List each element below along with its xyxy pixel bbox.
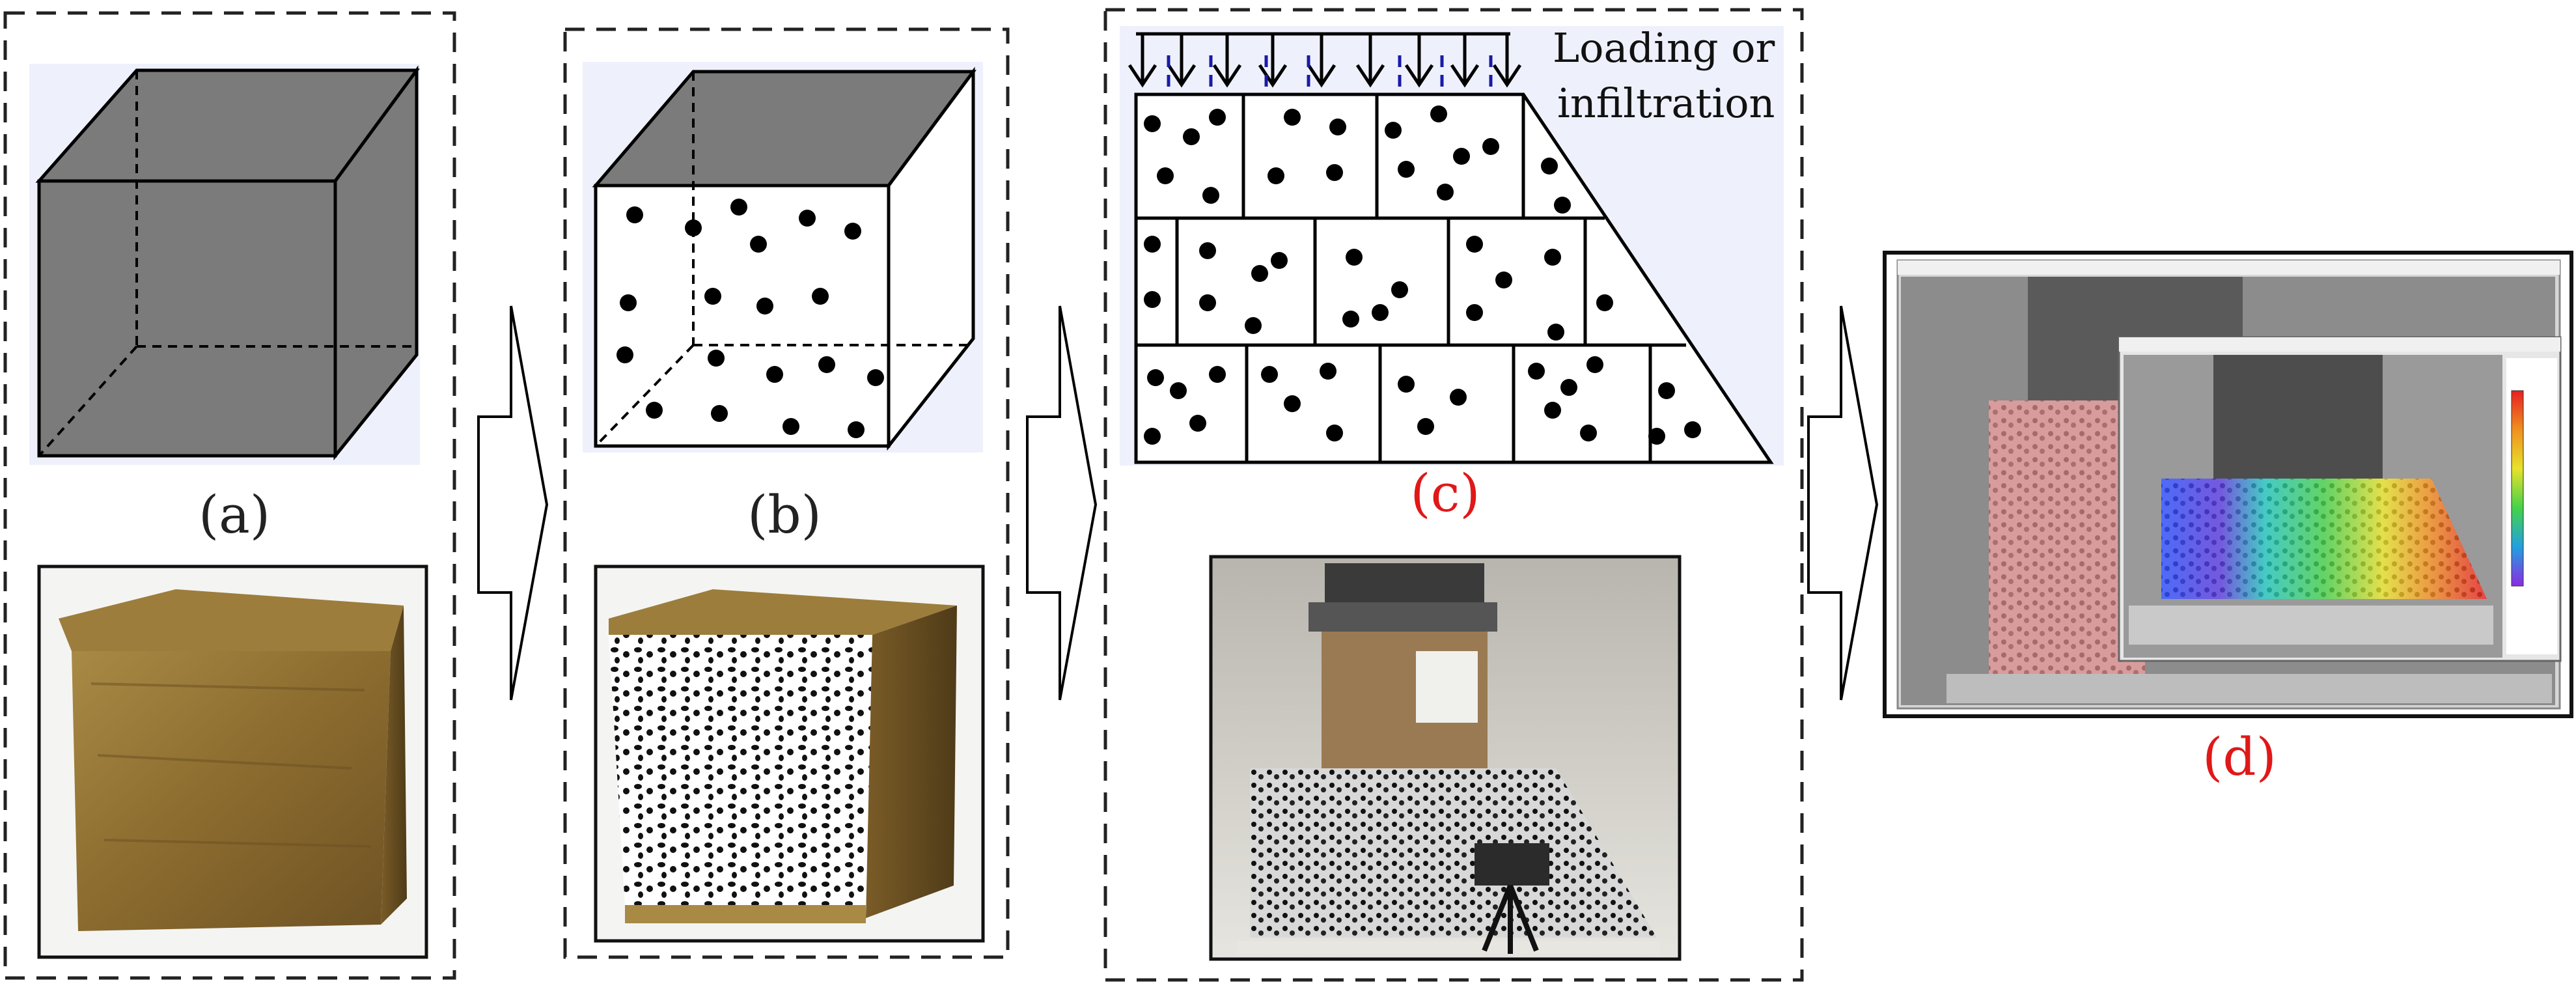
panel-b-label: (b): [747, 484, 822, 545]
panel-c-label: (c): [1410, 463, 1480, 523]
panel-b-photo: [594, 565, 985, 943]
cube-speckled-icon: [592, 66, 976, 451]
panel-a-label: (a): [199, 484, 270, 545]
panel-a-photo: [37, 565, 428, 959]
panel-d-label: (d): [2202, 727, 2277, 787]
panel-c-frame: [1103, 8, 1804, 982]
panel-a: (a): [3, 11, 456, 980]
loading-text-line1: Loading or: [1553, 24, 1775, 72]
panel-b-frame: [563, 27, 1010, 959]
panel-c: Loading or infiltration: [1103, 8, 1804, 982]
panel-b: (b): [563, 27, 1010, 959]
speckle-dot: [1144, 105, 1701, 445]
cube-plain-icon: [35, 65, 420, 461]
arrow-right-icon: [1807, 305, 1879, 701]
color-legend-bar: [2511, 390, 2524, 587]
arrow-right-icon: [1026, 305, 1098, 701]
block-wall: [1134, 92, 1774, 464]
panel-a-frame: [3, 11, 456, 980]
panel-d: (d): [1883, 251, 2573, 787]
panel-c-photo: [1209, 555, 1682, 961]
dic-window-inset: [2118, 336, 2562, 662]
arrow-right-icon: [477, 305, 549, 701]
load-arrow-icon: [1128, 34, 1522, 88]
loading-text-line2: infiltration: [1557, 79, 1775, 127]
